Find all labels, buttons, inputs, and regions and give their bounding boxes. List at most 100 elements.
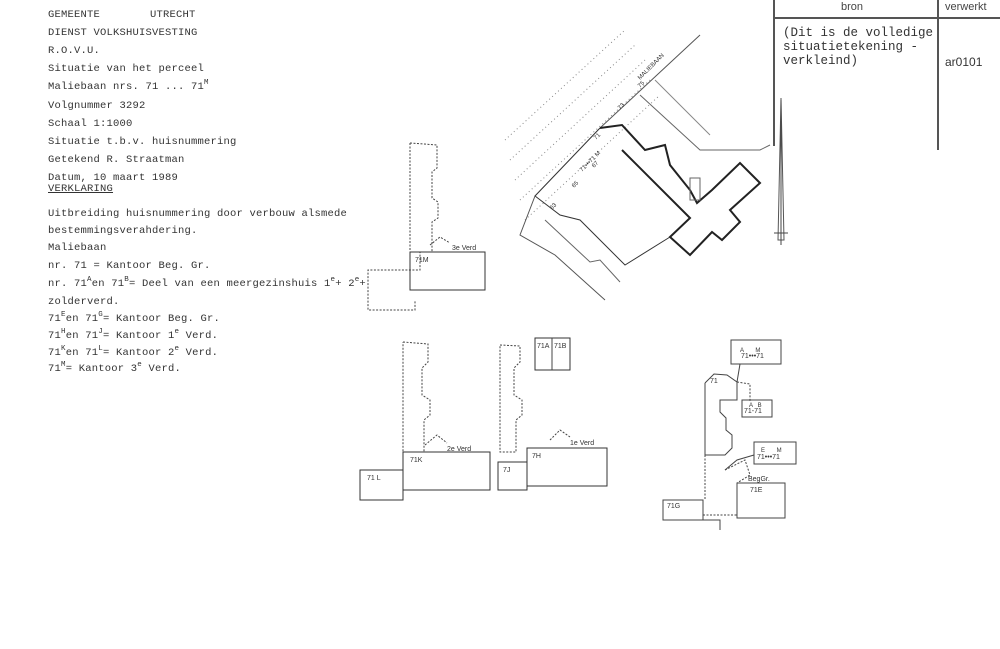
t: = Deel van een meergezinshuis 1 <box>128 278 331 290</box>
verwerkt-value: ar0101 <box>945 55 983 69</box>
sup: H <box>61 328 66 336</box>
label-7j: 7J <box>503 467 510 474</box>
col-verwerkt: verwerkt <box>945 1 987 13</box>
sup: J <box>98 328 103 336</box>
label-71a: 71A <box>537 343 550 350</box>
sup: A <box>87 276 92 284</box>
archive-table: bron verwerkt (Dit is de volledige situa… <box>773 0 1000 150</box>
t: 71 <box>48 347 62 359</box>
sup: K <box>61 345 66 353</box>
table-border <box>937 0 939 150</box>
floor-plan-3e-verd <box>367 142 451 311</box>
label-75: 75 <box>637 80 646 89</box>
city: UTRECHT <box>150 9 196 21</box>
t: Verd. <box>179 347 219 359</box>
label-73: 73 <box>617 102 626 111</box>
t: + 2 <box>335 278 355 290</box>
site-map <box>504 29 771 301</box>
sup: B <box>124 276 129 284</box>
sup: M <box>61 361 66 369</box>
label-7h: 7H <box>532 453 541 460</box>
unit-71l-outline <box>359 469 404 501</box>
t: Verd. <box>179 330 219 342</box>
table-border <box>773 17 1000 19</box>
sup: G <box>98 311 103 319</box>
department: DIENST VOLKSHUISVESTING <box>48 27 198 39</box>
label-63: 63 <box>549 202 558 211</box>
municipality-line: GEMEENTE UTRECHT <box>48 9 196 21</box>
legend-zolder: zolderverd. <box>48 296 120 308</box>
unit-71m-outline <box>409 251 486 291</box>
address-line: Maliebaan nrs. 71 ... 71M <box>48 79 209 93</box>
t: Verd. <box>141 363 181 375</box>
label-71k: 71K <box>410 457 423 464</box>
t: 71 <box>48 313 62 325</box>
label-71m: 71M <box>415 257 429 264</box>
label-1e-verd: 1e Verd <box>570 440 594 447</box>
legend-71eg: 71Een 71G= Kantoor Beg. Gr. <box>48 311 220 325</box>
floor-plan-ground <box>662 339 797 530</box>
sup: L <box>98 345 103 353</box>
legend-71kl: 71Ken 71L= Kantoor 2e Verd. <box>48 345 219 359</box>
purpose: Situatie t.b.v. huisnummering <box>48 136 237 148</box>
label-67: 67 <box>591 160 600 169</box>
t: = Kantoor Beg. Gr. <box>102 313 220 325</box>
box2-sup: A B <box>749 403 762 409</box>
municipality: GEMEENTE <box>48 9 101 21</box>
t: en 71 <box>65 313 99 325</box>
label-site-range: 71•••71 M <box>579 151 602 174</box>
label-2e-verd: 2e Verd <box>447 446 471 453</box>
t: 71 <box>48 363 62 375</box>
sup: e <box>174 345 180 353</box>
col-bron: bron <box>841 1 864 13</box>
scale: Schaal 1:1000 <box>48 118 133 130</box>
t: nr. 71 <box>48 278 88 290</box>
box3-sup: E M <box>761 448 782 454</box>
legend-line-1: Uitbreiding huisnummering door verbouw a… <box>48 208 348 220</box>
t: = Kantoor 3 <box>65 363 138 375</box>
box1-sup: A M <box>740 348 760 354</box>
t: en 71 <box>65 347 99 359</box>
table-border <box>773 0 775 146</box>
label-65: 65 <box>571 180 580 189</box>
office: R.O.V.U. <box>48 45 101 57</box>
legend-71m: 71M= Kantoor 3e Verd. <box>48 361 181 375</box>
address-sup: M <box>204 79 209 87</box>
subject: Situatie van het perceel <box>48 63 205 75</box>
label-71b: 71B <box>554 343 567 350</box>
sup: e <box>174 328 180 336</box>
label-3e-verd: 3e Verd <box>452 245 476 252</box>
floor-plan-1e-verd <box>499 344 571 453</box>
legend-street: Maliebaan <box>48 242 107 254</box>
t: = Kantoor 1 <box>102 330 175 342</box>
label-71-site: 71 <box>593 132 602 141</box>
t: + <box>359 278 366 290</box>
sup: e <box>330 276 336 284</box>
t: = Kantoor 2 <box>102 347 175 359</box>
sup: e <box>137 361 142 369</box>
legend-nr71: nr. 71 = Kantoor Beg. Gr. <box>48 260 211 272</box>
sup: E <box>61 311 66 319</box>
sequence-number: Volgnummer 3292 <box>48 100 146 112</box>
label-71e: 71E <box>750 487 763 494</box>
legend-heading: VERKLARING <box>48 183 114 195</box>
label-71: 71 <box>710 378 718 385</box>
date: Datum, 10 maart 1989 <box>48 172 179 184</box>
label-beggr: BegGr. <box>748 476 770 483</box>
floor-plan-2e-verd <box>402 341 448 453</box>
label-maliebaan: MALIEBAAN <box>637 53 666 82</box>
box3-label: 71•••71 <box>757 454 780 461</box>
t: en 71 <box>65 330 99 342</box>
bron-text: (Dit is de volledige situatietekening - … <box>783 26 934 68</box>
t: 71 <box>48 330 62 342</box>
legend-71hj: 71Hen 71J= Kantoor 1e Verd. <box>48 328 219 342</box>
box1-label: 71•••71 <box>741 353 764 360</box>
address: Maliebaan nrs. 71 ... 71 <box>48 81 205 93</box>
legend-line-2: bestemmingsverahdering. <box>48 225 198 237</box>
t: en 71 <box>91 278 125 290</box>
sup: e <box>354 276 360 284</box>
unit-71j-outline <box>497 461 528 491</box>
drawn-by: Getekend R. Straatman <box>48 154 185 166</box>
label-71g: 71G <box>667 503 680 510</box>
